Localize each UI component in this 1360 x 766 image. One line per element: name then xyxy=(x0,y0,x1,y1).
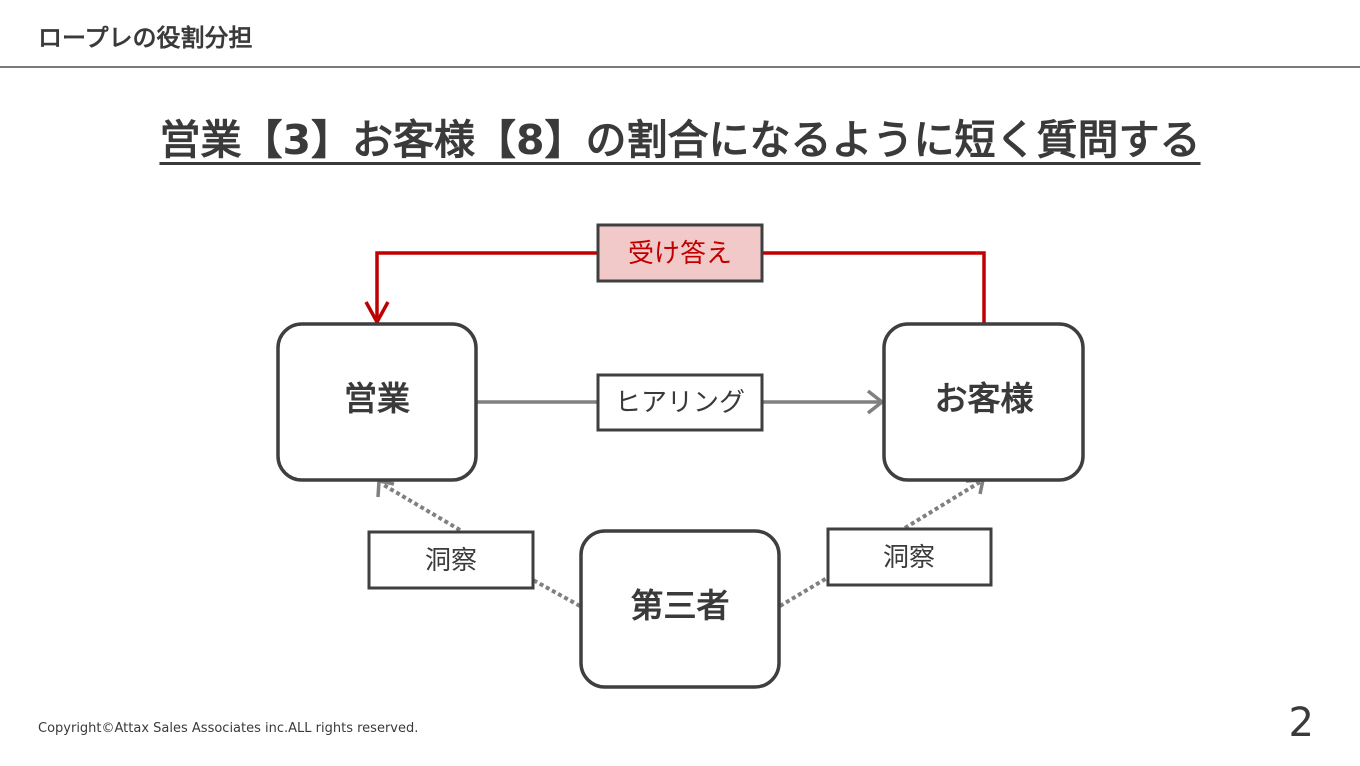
edge-answer-label: 受け答え xyxy=(628,239,732,269)
main-title-text: 営業【3】お客様【8】の割合になるように短く質問する xyxy=(159,116,1201,164)
hearing-arrowhead xyxy=(866,389,885,415)
node-customer: お客様 xyxy=(882,322,1085,482)
edge-observe-customer-label-box: 洞察 xyxy=(826,527,993,587)
header-divider xyxy=(0,66,1360,68)
edge-answer-label-box: 受け答え xyxy=(596,223,764,283)
observe-sales-connector xyxy=(380,482,581,608)
answer-connector xyxy=(375,251,986,324)
copyright-notice: Copyright©Attax Sales Associates inc.ALL… xyxy=(38,721,419,736)
node-third-party-label: 第三者 xyxy=(631,586,730,625)
answer-arrowhead xyxy=(364,301,390,326)
main-title: 営業【3】お客様【8】の割合になるように短く質問する xyxy=(0,106,1360,166)
page-number: 2 xyxy=(1288,700,1314,746)
node-sales: 営業 xyxy=(276,322,478,482)
node-third-party: 第三者 xyxy=(579,529,781,689)
node-customer-label: お客様 xyxy=(935,379,1035,418)
node-sales-label: 営業 xyxy=(344,379,410,418)
edge-hearing-label-box: ヒアリング xyxy=(596,373,764,432)
edge-observe-sales-label-box: 洞察 xyxy=(367,530,535,590)
edge-observe-sales-label: 洞察 xyxy=(425,546,477,576)
observe-customer-connector xyxy=(778,480,982,608)
edge-observe-customer-label: 洞察 xyxy=(883,543,935,573)
edge-hearing-label: ヒアリング xyxy=(615,388,745,418)
slide-header-title: ロープレの役割分担 xyxy=(38,24,253,52)
